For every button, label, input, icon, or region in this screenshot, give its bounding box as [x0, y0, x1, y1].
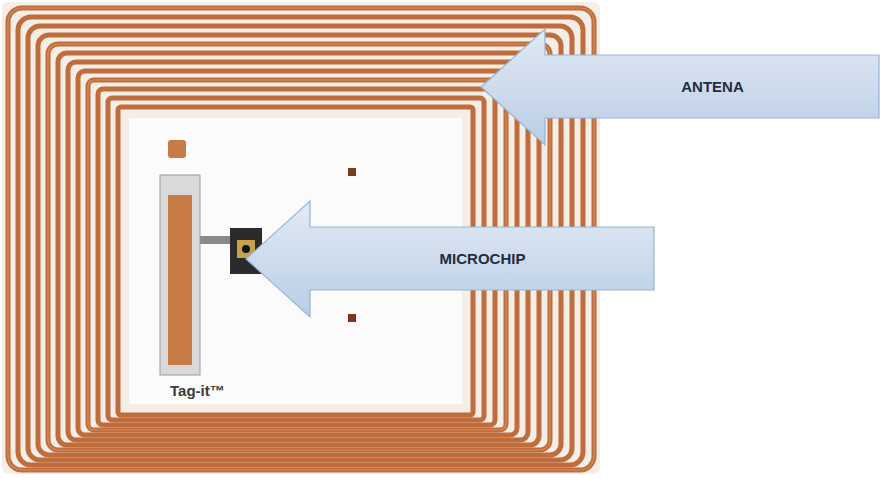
contact-pad [168, 140, 186, 158]
callout-text: MICROCHIP [440, 250, 526, 267]
bridge-foil [160, 175, 200, 375]
arrow-shape [480, 28, 880, 146]
chip-dot [242, 245, 250, 253]
brand-label: Tag-it™ [170, 382, 225, 399]
callout-text: ANTENA [681, 78, 744, 95]
callout-body: MICROCHIP [310, 200, 655, 290]
arrow-outline [481, 29, 879, 145]
callout-body: ANTENA [545, 28, 880, 118]
bridge-strip [168, 195, 192, 365]
pad-dot [348, 168, 356, 176]
arrow-outline [246, 201, 654, 317]
callout-arrow: ANTENA [480, 28, 880, 146]
callout-arrow: MICROCHIP [245, 200, 655, 318]
pad-dot [348, 314, 356, 322]
